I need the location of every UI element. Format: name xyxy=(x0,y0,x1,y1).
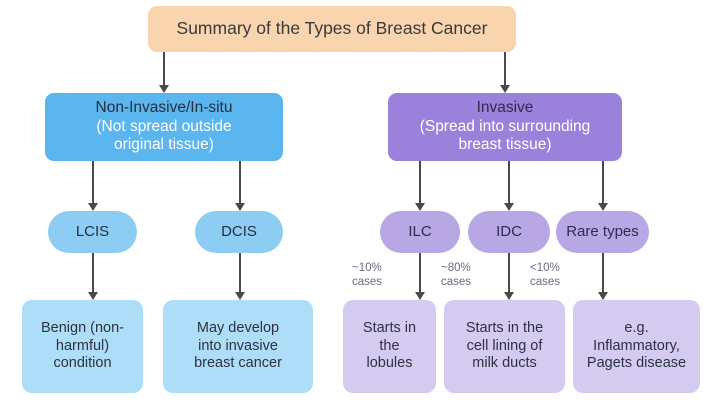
benign-line-3: condition xyxy=(53,355,112,372)
invasive-subtext-line-1: (Spread into surrounding xyxy=(419,117,591,135)
frequency-idc-cases: cases xyxy=(441,276,472,289)
node-dcis: DCIS xyxy=(195,211,283,253)
outcome-box-rare-type-examples: e.g. Inflammatory, Pagets disease xyxy=(573,300,700,393)
milk-ducts-line-1: Starts in the xyxy=(465,319,544,336)
lobules-line-3: lobules xyxy=(366,355,413,372)
frequency-label-idc: ~80% cases xyxy=(441,261,489,290)
may-develop-line-3: breast cancer xyxy=(194,355,282,372)
node-ilc: ILC xyxy=(380,211,460,253)
benign-line-1: Benign (non- xyxy=(40,319,125,336)
rare-examples-line-2: Inflammatory, xyxy=(593,337,680,354)
outcome-box-milk-ducts: Starts in the cell lining of milk ducts xyxy=(444,300,565,393)
non-invasive-subtext-line-2: original tissue) xyxy=(114,136,214,154)
node-rare-types: Rare types xyxy=(556,211,649,253)
lobules-line-1: Starts in xyxy=(362,319,417,336)
outcome-box-benign: Benign (non- harmful) condition xyxy=(22,300,143,393)
frequency-idc-percent: ~80% xyxy=(441,262,471,274)
invasive-subtext-line-2: breast tissue) xyxy=(458,136,552,154)
lcis-label: LCIS xyxy=(75,222,110,240)
frequency-label-ilc: ~10% cases xyxy=(352,261,400,290)
outcome-box-may-develop: May develop into invasive breast cancer xyxy=(163,300,313,393)
benign-line-2: harmful) xyxy=(55,337,110,354)
frequency-rare-cases: cases xyxy=(530,276,561,289)
lobules-line-2: the xyxy=(379,337,400,354)
frequency-label-rare-types: <10% cases xyxy=(530,261,578,290)
outcome-box-lobules: Starts in the lobules xyxy=(343,300,436,393)
non-invasive-heading: Non-Invasive/In-situ xyxy=(95,98,233,116)
frequency-rare-percent: <10% xyxy=(530,262,560,274)
dcis-label: DCIS xyxy=(221,222,257,240)
rare-examples-line-1: e.g. xyxy=(624,319,649,336)
diagram-title: Summary of the Types of Breast Cancer xyxy=(176,18,488,39)
non-invasive-subtext-line-1: (Not spread outside xyxy=(96,117,232,135)
idc-label: IDC xyxy=(496,222,522,240)
diagram-title-box: Summary of the Types of Breast Cancer xyxy=(148,6,516,52)
category-box-invasive: Invasive (Spread into surrounding breast… xyxy=(388,93,622,161)
ilc-label: ILC xyxy=(408,222,432,240)
milk-ducts-line-2: cell lining of xyxy=(466,337,543,354)
frequency-ilc-percent: ~10% xyxy=(352,262,382,274)
node-idc: IDC xyxy=(468,211,550,253)
rare-types-label: Rare types xyxy=(566,222,639,240)
may-develop-line-2: into invasive xyxy=(198,337,278,354)
rare-examples-line-3: Pagets disease xyxy=(586,355,687,372)
milk-ducts-line-3: milk ducts xyxy=(472,355,537,372)
may-develop-line-1: May develop xyxy=(196,319,280,336)
invasive-heading: Invasive xyxy=(476,98,534,116)
node-lcis: LCIS xyxy=(48,211,137,253)
frequency-ilc-cases: cases xyxy=(352,276,383,289)
category-box-non-invasive: Non-Invasive/In-situ (Not spread outside… xyxy=(45,93,283,161)
